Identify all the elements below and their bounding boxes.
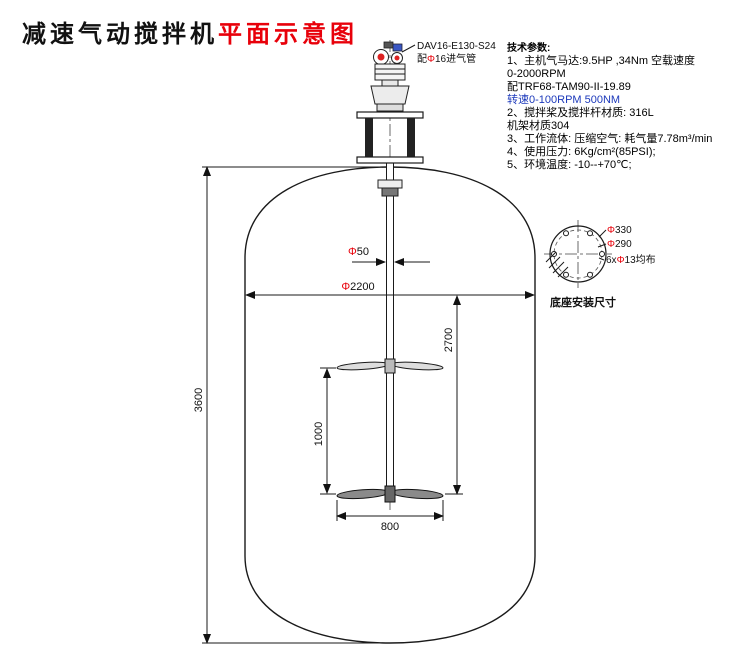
motor-model-label: DAV16-E130-S24 (417, 41, 496, 52)
bolt-hole (563, 230, 569, 237)
dim-label-impeller-spacing: 1000 (313, 422, 325, 446)
page-title-red: 平面示意图 (218, 21, 358, 48)
air-inlet-label: 配Φ16进气管 (417, 52, 476, 65)
flange-caption: 底座安装尺寸 (550, 295, 616, 309)
output-flange (376, 103, 404, 112)
dim-label-flange-bolt-circle: Φ290 (607, 239, 632, 250)
motor-labels: DAV16-E130-S24 配Φ16进气管 (401, 41, 496, 65)
dim-label-tank-height: 3600 (193, 388, 205, 412)
dim-shaft-diameter: Φ50 (348, 246, 430, 266)
stand-leg-right (407, 118, 415, 157)
spec-line: 0-2000RPM (507, 68, 566, 80)
flange-hatching (545, 251, 569, 278)
dim-label-impeller-width: 800 (381, 521, 399, 533)
dim-label-flange-outer: Φ330 (607, 225, 632, 236)
air-inlet-fitting (392, 43, 403, 52)
bolt-hole (587, 271, 593, 278)
flange-outer-circle (549, 225, 607, 283)
spec-line: 2、搅拌桨及搅拌杆材质: 316L (507, 107, 654, 119)
spec-line: 技术参数: (507, 43, 551, 54)
agitator-shaft (386, 161, 394, 491)
base-flange-detail: Φ330 Φ290 6xΦ13均布 底座安装尺寸 (544, 220, 656, 309)
dim-label-tank-diameter: Φ2200 (341, 281, 374, 293)
upper-impeller-hub (384, 358, 396, 374)
leader-line (401, 44, 416, 53)
air-motor-body (374, 63, 406, 81)
bolt-hole (563, 271, 569, 278)
dim-label-flange-holes: 6xΦ13均布 (606, 254, 656, 266)
dim-tank-height: 3600 (193, 166, 390, 644)
mount-plate-bottom (356, 156, 424, 164)
spec-line: 1、主机气马达:9.5HP ,34Nm 空载速度 (507, 55, 696, 67)
stand-leg-left (365, 118, 373, 157)
dim-tank-diameter: Φ2200 (245, 281, 535, 299)
gland-flange (377, 179, 403, 189)
spec-line: 配TRF68-TAM90-II-19.89 (507, 81, 631, 93)
bolt-hole (599, 251, 605, 257)
spec-line: 4、使用压力: 6Kg/cm²(85PSI); (507, 146, 656, 158)
spec-line: 5、环境温度: -10--+70℃; (507, 159, 632, 171)
dim-label-impeller-depth: 2700 (443, 328, 455, 352)
lower-impeller (336, 485, 444, 503)
dim-impeller-depth: 2700 (443, 295, 463, 495)
mount-plate-top (356, 111, 424, 119)
motor-assembly (356, 41, 424, 197)
spec-line: 机架材质304 (507, 120, 570, 132)
spec-line: 3、工作流体: 压缩空气: 耗气量7.78m³/min (507, 133, 713, 145)
dim-impeller-width: 800 (336, 500, 444, 533)
page-title: 减速气动搅拌机平面示意图 (22, 14, 358, 49)
dim-impeller-spacing: 1000 (313, 367, 336, 495)
upper-impeller (336, 358, 444, 374)
bolt-hole (587, 230, 593, 237)
spec-line: 转速0-100RPM 500NM (507, 94, 621, 106)
stuffing-box (381, 187, 399, 197)
tank-outline (244, 166, 536, 644)
page-title-black: 减速气动搅拌机 (22, 21, 218, 48)
lower-impeller-hub (384, 485, 396, 503)
dim-label-shaft: Φ50 (348, 246, 369, 258)
motor-top-cap (383, 41, 394, 49)
gearbox (370, 85, 410, 105)
